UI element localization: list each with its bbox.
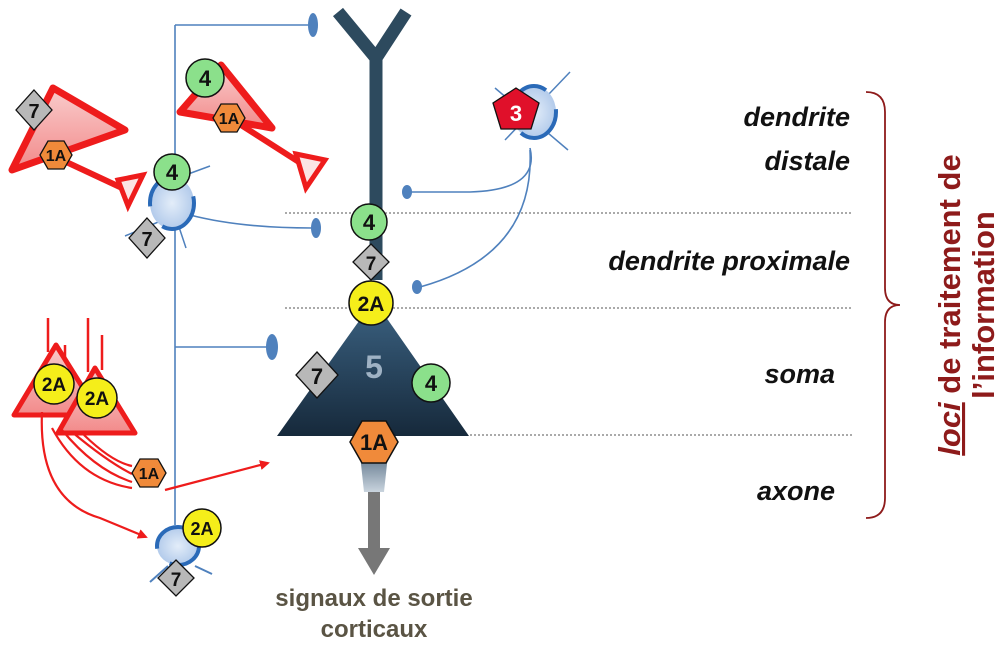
badge-label: 4 — [425, 371, 438, 396]
badge-label: 2A — [190, 519, 213, 539]
output-label-line1: signaux de sortie — [275, 585, 472, 612]
badge-7-left-pyramidal: 7 — [15, 89, 53, 131]
terminal-soma — [266, 334, 278, 360]
terminal-distal-left — [402, 185, 412, 199]
inhibitory-axon-tree — [174, 24, 532, 525]
badge-label: 1A — [360, 430, 388, 455]
badge-2A-group-a: 2A — [33, 363, 75, 405]
terminal-top — [308, 13, 318, 37]
badge-label: 4 — [199, 66, 212, 91]
badge-4-dendrite: 4 — [350, 203, 388, 241]
pyramidal-neuron — [277, 7, 469, 575]
badge-label: 2A — [42, 375, 67, 396]
apical-dendrite — [332, 7, 412, 280]
layer-separators — [285, 212, 852, 436]
badge-2A-group-b: 2A — [76, 377, 118, 419]
badge-1A-axon: 1A — [349, 420, 399, 464]
badge-label: 2A — [358, 293, 385, 316]
badge-7-basket: 7 — [128, 217, 166, 259]
badge-label: 7 — [311, 364, 323, 389]
label-dendrite-distale-2: distale — [764, 146, 850, 176]
output-label-line2: corticaux — [321, 616, 428, 643]
side-label-rest: de traitement de — [932, 154, 967, 402]
side-label-line1: loci de traitement de — [932, 154, 967, 455]
badge-7-bottom: 7 — [157, 559, 195, 597]
badge-4-top-interneuron: 4 — [185, 58, 225, 98]
terminal-proximal-left — [412, 280, 422, 294]
badge-label: 2A — [85, 389, 110, 410]
badge-label: 1A — [46, 148, 67, 165]
badge-label: 4 — [166, 160, 179, 185]
output-arrow-head — [358, 548, 390, 575]
badge-1A-top-pyramidal: 1A — [212, 103, 246, 133]
badge-label: 3 — [510, 101, 522, 126]
badge-label: 1A — [219, 111, 240, 128]
badge-2A-dendrite: 2A — [348, 280, 394, 326]
label-soma: soma — [764, 359, 835, 389]
badge-label: 7 — [141, 229, 152, 251]
excitatory-projections — [40, 411, 270, 539]
badge-4-basket: 4 — [153, 153, 191, 191]
label-dendrite-distale-1: dendrite — [743, 102, 850, 132]
soma — [277, 300, 469, 436]
label-axone: axone — [757, 476, 835, 506]
badge-label: 1A — [139, 466, 160, 483]
axon-output — [368, 492, 380, 552]
badge-1A-group: 1A — [131, 458, 167, 488]
badge-label: 7 — [28, 101, 39, 123]
inhibitory-terminals — [266, 13, 422, 360]
label-dendrite-proximale: dendrite proximale — [608, 246, 850, 276]
soma-layer-number: 5 — [365, 349, 383, 385]
badge-7-soma: 7 — [295, 351, 339, 399]
badge-1A-left-pyramidal: 1A — [39, 140, 73, 170]
badge-label: 7 — [171, 570, 182, 591]
badge-label: 4 — [363, 210, 376, 235]
badge-4-soma: 4 — [411, 363, 451, 403]
badge-2A-bottom: 2A — [182, 508, 222, 548]
side-label-italic: loci — [932, 401, 967, 456]
region-bracket — [865, 91, 901, 519]
terminal-proximal — [311, 218, 321, 238]
badge-3-martinotti: 3 — [492, 87, 540, 130]
badge-label: 7 — [366, 254, 377, 275]
badge-7-dendrite: 7 — [352, 243, 390, 281]
pyramidal-group-bottom — [11, 318, 138, 436]
side-label-line2: l’information — [966, 211, 1001, 399]
